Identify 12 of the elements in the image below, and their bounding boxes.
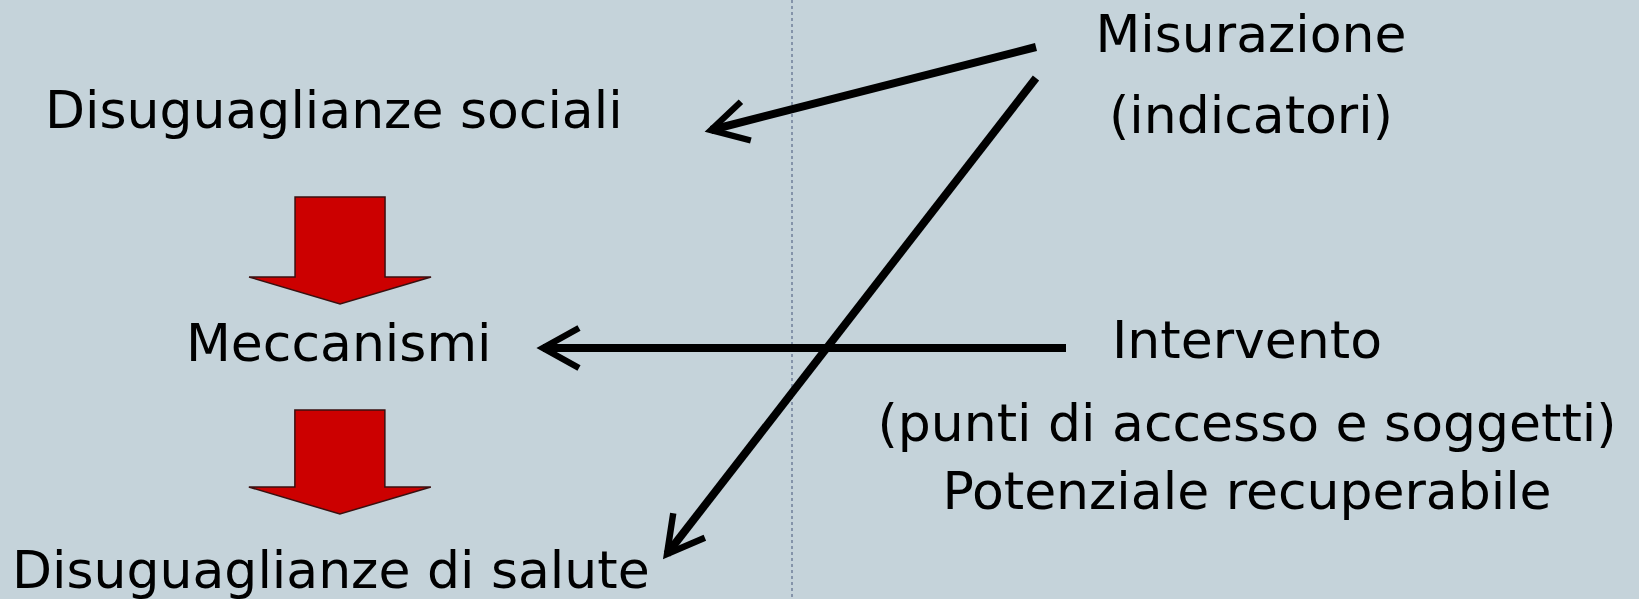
node-label: Meccanismi <box>186 313 493 373</box>
node-label: (punti di accesso e soggetti) <box>876 393 1618 453</box>
block-arrow <box>248 409 432 515</box>
node-label: Intervento <box>1111 310 1383 370</box>
node-label: Misurazione <box>1094 4 1408 64</box>
node-label: Disuguaglianze di salute <box>12 540 651 599</box>
arrow <box>707 43 1037 144</box>
node-label: Disuguaglianze sociali <box>45 80 624 140</box>
node-label: (indicatori) <box>1108 85 1394 145</box>
node-label: Potenziale recuperabile <box>941 461 1553 521</box>
block-arrow <box>248 196 432 305</box>
arrow <box>663 75 1040 558</box>
